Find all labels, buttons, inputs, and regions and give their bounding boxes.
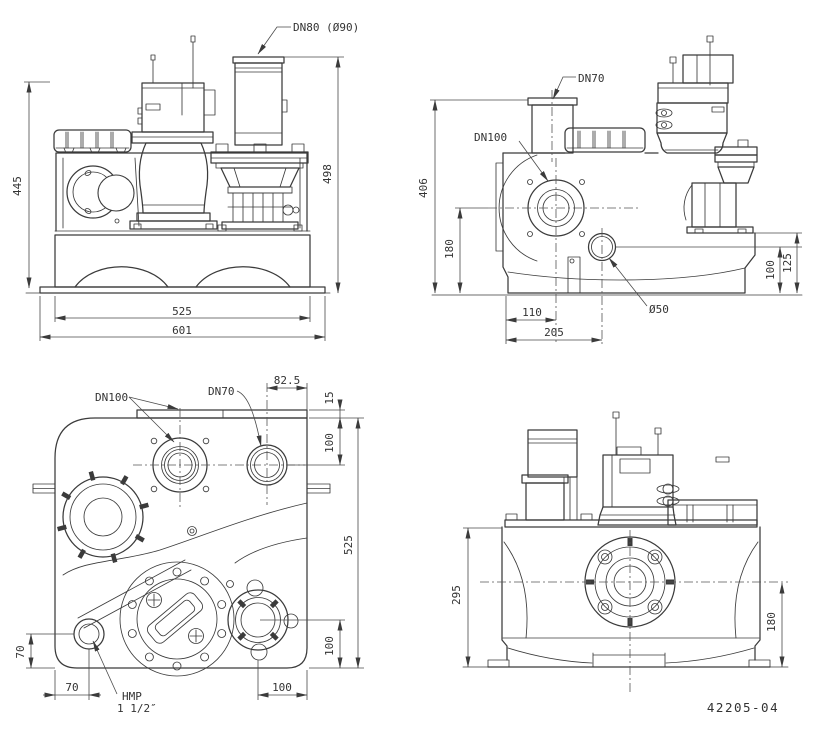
label-top-hmp-line2: 1 1/2″ bbox=[117, 702, 157, 715]
drawing-number: 42205-04 bbox=[707, 700, 779, 715]
label-top-inlet: DN100 bbox=[95, 391, 128, 404]
dim-top-tank-depth: 525 bbox=[342, 535, 355, 555]
top-tank-outline bbox=[32, 409, 331, 669]
dim-top-plate-depth: 15 bbox=[323, 391, 336, 404]
side-tank-outline bbox=[431, 152, 803, 296]
top-dimensions: 82.5 15 100 525 100 70 70 100 bbox=[14, 374, 364, 715]
side-dimensions: 406 180 110 205 100 125 DN70 DN100 Ø50 bbox=[417, 72, 802, 344]
front-view: 445 498 525 601 DN80 (Ø90) bbox=[11, 21, 359, 341]
label-top-vent: DN70 bbox=[208, 385, 235, 398]
rear-flange bbox=[480, 530, 788, 695]
front-discharge-assembly bbox=[210, 56, 309, 232]
dim-side-inlet-height: 180 bbox=[443, 239, 456, 259]
dim-rear-height-tank: 295 bbox=[450, 585, 463, 605]
front-dimensions: 445 498 525 601 DN80 (Ø90) bbox=[11, 21, 359, 341]
top-view: 82.5 15 100 525 100 70 70 100 bbox=[14, 374, 364, 715]
rear-tank-outline bbox=[462, 519, 789, 668]
dim-top-vent-offset: 82.5 bbox=[274, 374, 301, 387]
side-tank-lid bbox=[564, 127, 646, 153]
side-drain-port bbox=[567, 228, 802, 345]
dim-top-hmp-center-x: 70 bbox=[65, 681, 78, 694]
label-front-outlet: DN80 (Ø90) bbox=[293, 21, 359, 34]
dim-side-drain-offset: 205 bbox=[544, 326, 564, 339]
label-side-vent: DN70 bbox=[578, 72, 605, 85]
dim-front-width-tank: 525 bbox=[172, 305, 192, 318]
rear-view: 295 180 bbox=[450, 411, 789, 695]
top-inlet-flange bbox=[133, 408, 305, 510]
dim-side-height-total: 406 bbox=[417, 178, 430, 198]
dim-side-drain-height: 100 bbox=[764, 260, 777, 280]
dim-top-vent-center: 100 bbox=[323, 433, 336, 453]
top-hmp-port bbox=[73, 618, 105, 650]
label-top-hmp-line1: HMP bbox=[122, 690, 142, 703]
dim-front-height-outlet: 498 bbox=[321, 164, 334, 184]
dim-front-height-pump: 445 bbox=[11, 176, 24, 196]
side-view: 406 180 110 205 100 125 DN70 DN100 Ø50 bbox=[417, 35, 803, 345]
label-side-inlet: DN100 bbox=[474, 131, 507, 144]
front-tank-outline bbox=[25, 152, 331, 294]
rear-discharge-pipe bbox=[505, 429, 593, 521]
side-pump-unit bbox=[655, 35, 758, 234]
rear-dimensions: 295 180 bbox=[450, 527, 785, 668]
top-vent-port bbox=[246, 383, 288, 505]
top-pump-mount bbox=[119, 526, 235, 677]
dim-top-outlet-center: 100 bbox=[323, 636, 336, 656]
side-vent-socket bbox=[527, 90, 578, 162]
front-tank-lid bbox=[53, 129, 132, 154]
dim-side-ledge-height: 125 bbox=[781, 253, 794, 273]
dim-rear-flange-height: 180 bbox=[765, 612, 778, 632]
dim-top-hmp-center-y: 70 bbox=[14, 645, 27, 658]
dim-front-width-base: 601 bbox=[172, 324, 192, 337]
front-pump-unit bbox=[129, 35, 218, 230]
dim-top-outlet-center-x: 100 bbox=[272, 681, 292, 694]
side-inlet-flange bbox=[488, 158, 640, 345]
rear-pump-motor bbox=[597, 411, 758, 526]
dim-side-inlet-offset: 110 bbox=[522, 306, 542, 319]
top-access-lid bbox=[57, 471, 149, 563]
front-inlet-flange bbox=[66, 165, 135, 224]
label-side-drain: Ø50 bbox=[649, 303, 669, 316]
